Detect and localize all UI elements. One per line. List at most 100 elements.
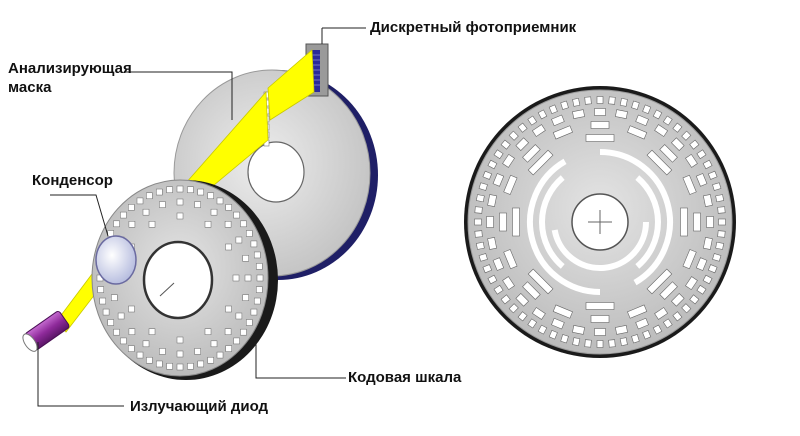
code-arc (599, 149, 673, 286)
code-slot (225, 345, 232, 352)
code-slot (662, 318, 673, 329)
code-slot (702, 274, 713, 285)
code-slot (508, 130, 519, 141)
code-slot (672, 311, 683, 322)
code-slot (474, 230, 483, 238)
code-slot (508, 303, 519, 314)
code-slot (695, 173, 708, 187)
code-slot (475, 194, 485, 203)
code-slot (608, 96, 616, 105)
label-mask-line1: Анализирующая (8, 60, 132, 77)
code-slot (642, 104, 652, 115)
code-slot (503, 249, 518, 270)
code-slot (503, 174, 518, 195)
photoreceiver-cells (312, 50, 320, 92)
code-slot (717, 230, 726, 238)
code-slot (548, 104, 558, 115)
code-scale-disk (91, 179, 278, 380)
mask-hole (247, 141, 305, 203)
label-photoreceiver: Дискретный фотоприемник (370, 19, 577, 36)
code-slot (176, 350, 184, 358)
code-slot (707, 264, 718, 274)
code-arc (539, 175, 565, 269)
code-slot (685, 276, 698, 291)
label-mask-line2: маска (8, 79, 52, 96)
code-arc (635, 175, 661, 269)
code-slot (502, 276, 515, 291)
code-slot (696, 149, 707, 160)
code-scale-front-view (464, 86, 736, 358)
code-slot (246, 319, 253, 326)
condenser-lens (95, 235, 137, 285)
code-slot (487, 159, 498, 170)
code-slot (527, 318, 538, 329)
code-slot (584, 96, 592, 105)
code-slot (216, 197, 224, 205)
code-slot (499, 212, 507, 232)
front-code-tracks (474, 96, 726, 348)
code-slot (715, 241, 725, 250)
code-slot (500, 294, 511, 305)
emitting-diode (22, 311, 70, 352)
code-slot (585, 134, 615, 142)
code-slot (712, 182, 722, 191)
code-slot (502, 153, 515, 168)
code-slot (522, 281, 541, 300)
code-slot (156, 188, 163, 196)
code-slot (207, 356, 214, 364)
code-slot (590, 121, 610, 129)
code-slot (225, 204, 232, 211)
code-slot (197, 188, 204, 196)
code-slot (142, 340, 150, 348)
code-slot (128, 204, 135, 211)
code-slot (113, 328, 120, 336)
code-slot (659, 281, 678, 300)
code-slot (703, 194, 713, 207)
code-slot (572, 97, 581, 107)
code-slot (176, 212, 184, 220)
code-slot (225, 243, 232, 251)
code-slot (250, 240, 258, 248)
code-slot (148, 328, 156, 335)
code-slot (487, 237, 497, 250)
code-slot (176, 185, 184, 193)
code-slot (635, 317, 649, 330)
code-slot (113, 220, 120, 228)
code-slot (715, 194, 725, 203)
code-slot (560, 334, 569, 344)
code-slot (695, 257, 708, 271)
code-slot (531, 124, 546, 137)
hub-mark (159, 282, 175, 297)
code-slot (718, 218, 726, 226)
code-slot (551, 114, 565, 127)
code-slot (128, 305, 135, 313)
code-slot (706, 216, 714, 228)
code-slot (680, 207, 688, 237)
code-scale-hub (142, 240, 214, 320)
code-slot (256, 274, 264, 282)
code-arc (527, 158, 601, 295)
code-slot (635, 114, 649, 127)
code-slot (662, 115, 673, 126)
code-slot (478, 182, 488, 191)
code-slot (654, 307, 669, 320)
code-arc (551, 221, 649, 271)
code-slot (146, 356, 153, 364)
code-slot (681, 130, 692, 141)
code-slot (159, 348, 166, 355)
code-slot (99, 297, 106, 305)
code-slot (646, 268, 673, 295)
code-slot (548, 329, 558, 340)
code-slot (642, 329, 652, 340)
diode-end (22, 333, 38, 352)
code-slot (500, 139, 511, 150)
code-slot (689, 294, 700, 305)
code-slot (187, 186, 194, 194)
code-slot (487, 194, 497, 207)
code-slot (627, 304, 648, 319)
code-slot (522, 144, 541, 163)
code-slot (128, 345, 135, 352)
code-slot (531, 307, 546, 320)
code-slot (596, 340, 604, 348)
code-slot (615, 109, 628, 119)
